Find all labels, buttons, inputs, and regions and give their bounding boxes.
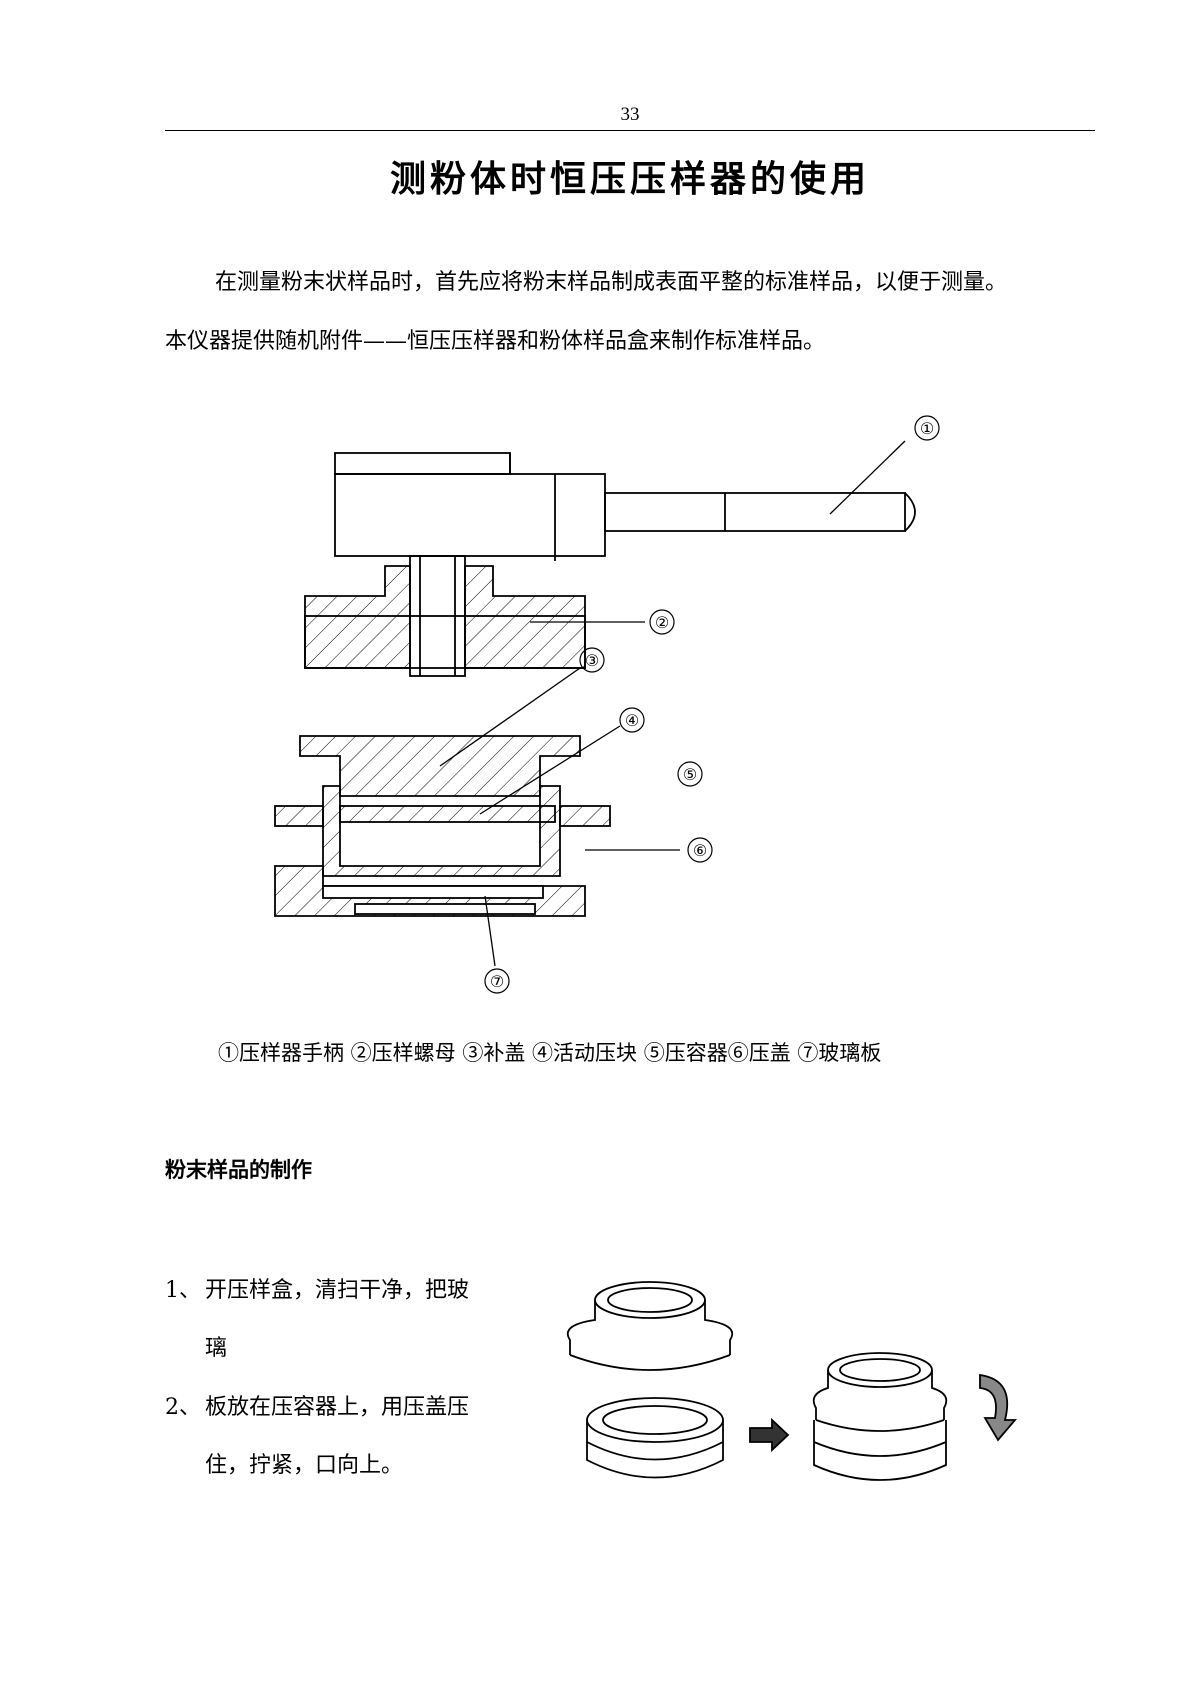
step-text: 开压样盒，清扫干净，把玻 [205, 1278, 470, 1303]
callout-4: ④ [625, 711, 639, 730]
callout-2: ② [655, 613, 669, 632]
press-assembly-diagram: ① ② ③ ④ ⑤ ⑥ ⑦ [274, 415, 940, 994]
page-title: 测粉体时恒压压样器的使用 [389, 159, 870, 200]
container-part [274, 785, 611, 877]
sample-box-illustration [566, 1281, 1017, 1481]
step-1: 1、开压样盒，清扫干净，把玻 璃 [165, 1276, 525, 1364]
header-rule [165, 130, 1095, 131]
page-number: 33 [620, 104, 640, 125]
press-nut-part [304, 565, 586, 669]
intro-paragraph-line-1: 在测量粉末状样品时，首先应将粉末样品制成表面平整的标准样品，以便于测量。 [215, 270, 1008, 295]
callout-5: ⑤ [683, 765, 697, 784]
section-heading: 粉末样品的制作 [165, 1158, 312, 1182]
right-arrow-icon [749, 1417, 790, 1453]
rotate-arrow-icon [979, 1373, 1017, 1442]
press-handle-part [334, 452, 916, 561]
step-text-continued: 住，拧紧，口向上。 [205, 1453, 404, 1478]
glass-plate-part [322, 885, 544, 915]
step-text-continued: 璃 [205, 1336, 228, 1361]
step-number: 2、 [165, 1395, 201, 1420]
step-2: 2、板放在压容器上，用压盖压 住，拧紧，口向上。 [165, 1393, 525, 1481]
diagram-caption: ①压样器手柄 ②压样螺母 ③补盖 ④活动压块 ⑤压容器⑥压盖 ⑦玻璃板 [218, 1041, 882, 1065]
callout-3: ③ [585, 651, 599, 670]
callout-6: ⑥ [693, 841, 707, 860]
assembled-box-illustration [812, 1352, 948, 1481]
step-text: 板放在压容器上，用压盖压 [205, 1395, 470, 1420]
callout-1: ① [920, 419, 934, 438]
container-illustration [586, 1397, 724, 1479]
callout-7: ⑦ [490, 972, 504, 991]
step-number: 1、 [165, 1278, 201, 1303]
movable-block-part [339, 805, 556, 823]
intro-paragraph-line-2: 本仪器提供随机附件——恒压压样器和粉体样品盒来制作标准样品。 [165, 329, 826, 354]
press-lid-illustration [566, 1281, 734, 1371]
